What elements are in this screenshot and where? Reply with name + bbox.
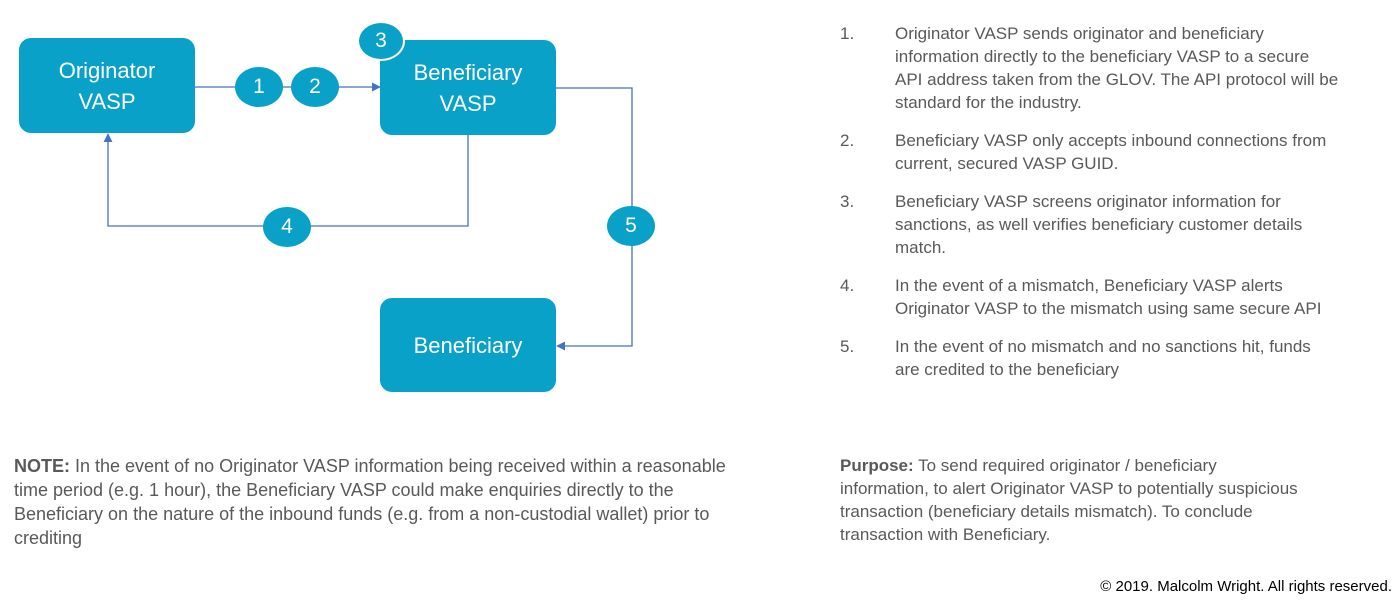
step-badge-2: 2 [291, 67, 339, 107]
step-badge-3: 3 [357, 21, 405, 61]
step-text: Beneficiary VASP only accepts inbound co… [895, 131, 1327, 173]
originator-vasp-label-line2: VASP [78, 88, 136, 114]
step-item: 5. In the event of no mismatch and no sa… [840, 335, 1340, 381]
beneficiary-vasp-label-line2: VASP [439, 90, 497, 116]
step-item: 1. Originator VASP sends originator and … [840, 22, 1340, 114]
note-text: In the event of no Originator VASP infor… [14, 456, 726, 548]
purpose-paragraph: Purpose: To send required originator / b… [840, 454, 1310, 546]
step-item: 3. Beneficiary VASP screens originator i… [840, 190, 1340, 259]
step-number: 1. [840, 24, 855, 43]
step-item: 2. Beneficiary VASP only accepts inbound… [840, 129, 1340, 175]
step-text: Beneficiary VASP screens originator info… [895, 192, 1303, 257]
originator-vasp-node: Originator VASP [19, 38, 195, 133]
step-number: 2. [840, 131, 855, 150]
copyright-notice: © 2019. Malcolm Wright. All rights reser… [1100, 578, 1392, 595]
purpose-label: Purpose: [840, 456, 914, 475]
step-badge-4: 4 [263, 207, 311, 247]
beneficiary-vasp-node: Beneficiary VASP [380, 40, 556, 135]
beneficiary-label: Beneficiary [413, 332, 523, 358]
step-list: 1. Originator VASP sends originator and … [840, 22, 1340, 396]
step-number: 3. [840, 192, 855, 211]
step-number: 4. [840, 276, 855, 295]
step-badge-1: 1 [235, 67, 283, 107]
step-text: Originator VASP sends originator and ben… [895, 24, 1339, 112]
step-text: In the event of no mismatch and no sanct… [895, 337, 1311, 379]
beneficiary-node: Beneficiary [380, 298, 556, 392]
purpose-text: To send required originator / beneficiar… [840, 456, 1298, 544]
step-item: 4. In the event of a mismatch, Beneficia… [840, 274, 1340, 320]
originator-vasp-label-line1: Originator [58, 57, 156, 83]
note-label: NOTE: [14, 456, 70, 476]
beneficiary-vasp-label-line1: Beneficiary [413, 59, 523, 85]
step-number: 5. [840, 337, 855, 356]
step-badge-5: 5 [607, 206, 655, 246]
note-paragraph: NOTE: In the event of no Originator VASP… [14, 454, 744, 550]
step-text: In the event of a mismatch, Beneficiary … [895, 276, 1322, 318]
